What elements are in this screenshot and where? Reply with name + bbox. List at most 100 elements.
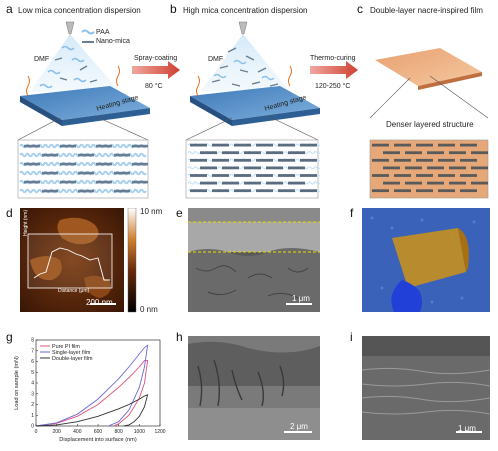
x-tick-label: 600 bbox=[94, 429, 103, 435]
y-tick-label: 5 bbox=[31, 370, 34, 376]
mica-flake bbox=[132, 144, 148, 148]
layered-structures bbox=[17, 139, 489, 199]
mica-flake bbox=[24, 144, 40, 148]
mica-particles-a bbox=[54, 57, 98, 83]
spray-nozzle-a bbox=[30, 21, 120, 92]
mica-flake bbox=[416, 174, 433, 177]
x-tick-label: 400 bbox=[73, 429, 82, 435]
y-tick-label: 6 bbox=[31, 359, 34, 365]
y-axis-label: Load on sample (mN) bbox=[14, 356, 20, 410]
mica-flake bbox=[244, 181, 261, 185]
mica-flake bbox=[416, 189, 433, 193]
heating-stage-b bbox=[190, 86, 320, 126]
afm-scale-bar: 200 nm bbox=[86, 298, 113, 307]
mica-flake bbox=[471, 166, 488, 170]
mica-flake bbox=[416, 158, 433, 162]
blue-glove bbox=[391, 280, 422, 312]
colorbar-top: 10 nm bbox=[140, 207, 163, 216]
legend-nano-mica: Nano-mica bbox=[96, 38, 130, 45]
mica-particles-b bbox=[211, 47, 279, 87]
mica-flake bbox=[460, 174, 477, 177]
mica-flake bbox=[256, 189, 273, 193]
panel-letter-h: h bbox=[176, 330, 183, 344]
afm-image bbox=[20, 208, 137, 313]
mica-flake bbox=[132, 180, 148, 184]
mica-flake bbox=[278, 189, 295, 193]
mica-flake bbox=[266, 166, 283, 170]
thermo-curing-label: Thermo-curing bbox=[310, 55, 356, 62]
mica-flake bbox=[190, 189, 207, 193]
x-axis-label: Displacement into surface (nm) bbox=[59, 437, 137, 443]
paa-legend-icon bbox=[81, 29, 95, 43]
mica-flake bbox=[278, 158, 295, 162]
y-tick-label: 3 bbox=[31, 391, 34, 397]
afm-inset-ylabel: Height (nm) bbox=[23, 209, 29, 236]
mica-flake bbox=[288, 166, 305, 170]
mica-flake bbox=[212, 143, 229, 147]
mica-flake bbox=[438, 189, 455, 193]
mica-flake bbox=[256, 143, 273, 147]
mica-flake bbox=[278, 143, 295, 147]
nacre-film-c bbox=[375, 48, 482, 90]
mica-flake bbox=[449, 166, 466, 170]
mica-flake bbox=[405, 181, 422, 185]
mica-flake bbox=[278, 174, 295, 177]
mica-flake bbox=[266, 181, 283, 185]
mica-flake bbox=[300, 143, 317, 147]
x-tick-label: 200 bbox=[52, 429, 61, 435]
mica-flake bbox=[471, 151, 488, 155]
mica-flake bbox=[256, 158, 273, 162]
mica-flake bbox=[460, 158, 477, 162]
paa-wave bbox=[187, 173, 321, 177]
legend-label-2: Double-layer film bbox=[52, 356, 93, 362]
mica-flake bbox=[190, 158, 207, 162]
legend-label-1: Single-layer film bbox=[52, 350, 91, 356]
paa-wave bbox=[187, 189, 321, 193]
mica-flake bbox=[372, 158, 389, 162]
x-tick-label: 1200 bbox=[154, 429, 165, 435]
mica-flake bbox=[438, 174, 455, 177]
layer-box-b bbox=[185, 139, 321, 199]
mica-flake bbox=[190, 174, 207, 177]
heating-stage-a bbox=[20, 86, 150, 126]
mica-flake bbox=[427, 181, 444, 185]
mica-flake bbox=[460, 189, 477, 193]
panel-letter-c: c bbox=[357, 2, 363, 16]
mica-flake bbox=[114, 171, 130, 175]
mica-flake bbox=[394, 189, 411, 193]
mica-flake bbox=[300, 189, 317, 193]
mica-flake bbox=[234, 174, 251, 177]
mica-flake bbox=[300, 174, 317, 177]
mica-flake bbox=[460, 143, 477, 147]
mica-flake bbox=[222, 166, 239, 170]
mica-flake bbox=[427, 151, 444, 155]
panel-title-a: Low mica concentration dispersion bbox=[18, 6, 141, 15]
paa-wave bbox=[19, 143, 147, 149]
mica-flake bbox=[60, 180, 76, 184]
paa-wave bbox=[187, 158, 321, 162]
mica-flake bbox=[438, 158, 455, 162]
mica-flake bbox=[212, 189, 229, 193]
panel-title-c: Double-layer nacre-inspired film bbox=[370, 6, 483, 15]
sem-scale-e: 1 μm bbox=[292, 294, 310, 303]
mica-flake bbox=[449, 181, 466, 185]
yellow-film bbox=[392, 228, 466, 288]
mica-flake bbox=[383, 166, 400, 170]
x-tick-label: 800 bbox=[114, 429, 123, 435]
layer-box-a bbox=[17, 139, 149, 199]
mica-flake bbox=[60, 162, 76, 166]
mica-flake bbox=[266, 151, 283, 155]
sem-scale-i: 1 μm bbox=[458, 424, 476, 433]
mica-flake bbox=[300, 158, 317, 162]
mica-flake bbox=[256, 174, 273, 177]
mica-flake bbox=[394, 158, 411, 162]
y-tick-label: 8 bbox=[31, 338, 34, 344]
panel-letter-i: i bbox=[350, 330, 353, 344]
y-tick-label: 1 bbox=[31, 413, 34, 419]
denser-structure-label: Denser layered structure bbox=[386, 120, 474, 129]
sem-image-i bbox=[362, 336, 490, 440]
series-line-2 bbox=[35, 394, 149, 427]
heat-arrows-b bbox=[196, 65, 292, 97]
